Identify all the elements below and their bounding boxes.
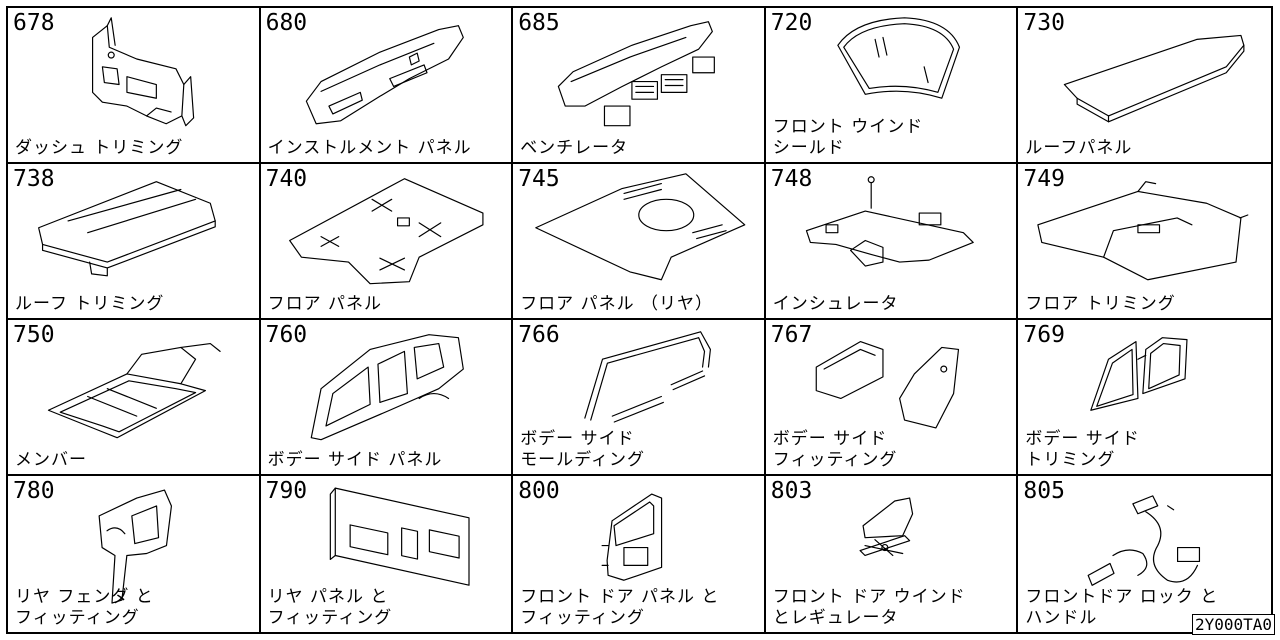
floor-trimming-illustration <box>1037 181 1249 281</box>
part-label: ルーフパネル <box>1025 138 1133 158</box>
part-cell-749[interactable]: 749 フロア トリミング <box>1018 164 1271 320</box>
body-side-fitting-illustration <box>815 340 959 429</box>
rear-floor-panel-illustration <box>535 173 746 281</box>
part-code: 748 <box>770 166 813 192</box>
roof-panel-illustration <box>1064 34 1245 123</box>
part-label: ボデー サイド フィッティング <box>772 429 898 470</box>
part-code: 680 <box>265 10 308 36</box>
part-label: ボデー サイド パネル <box>267 450 443 470</box>
part-code: 805 <box>1023 478 1065 504</box>
part-label: メンバー <box>15 450 87 470</box>
part-code: 766 <box>518 322 560 348</box>
part-label: フロント ウインド シールド <box>772 117 924 158</box>
part-code: 720 <box>770 10 813 36</box>
part-label: ボデー サイド モールディング <box>520 429 645 470</box>
part-cell-748[interactable]: 748 インシュレータ <box>765 164 1019 320</box>
part-code: 740 <box>265 166 308 192</box>
part-cell-800[interactable]: 800 フロント ドア パネル と フィッティング <box>513 476 766 632</box>
member-frame-illustration <box>47 342 221 439</box>
part-label: リヤ パネル と フィッティング <box>267 587 393 628</box>
windshield-illustration <box>837 17 960 99</box>
part-cell-805[interactable]: 805 フロントドア ロック と ハンドル <box>1018 476 1271 632</box>
roof-trimming-illustration <box>38 181 216 277</box>
part-label: フロントドア ロック と ハンドル <box>1025 587 1219 628</box>
front-door-window-regulator-illustration <box>859 497 913 557</box>
part-cell-685[interactable]: 685 ベンチレータ <box>513 8 766 164</box>
part-code: 769 <box>1023 322 1065 348</box>
part-label: フロント ドア パネル と フィッティング <box>520 587 720 628</box>
part-label: フロント ドア ウインド とレギュレータ <box>772 587 966 628</box>
part-label: インストルメント パネル <box>267 138 472 158</box>
part-code: 749 <box>1023 166 1065 192</box>
part-code: 760 <box>265 322 308 348</box>
rear-panel-illustration <box>329 487 470 586</box>
part-cell-760[interactable]: 760 ボデー サイド パネル <box>260 320 514 476</box>
part-cell-678[interactable]: 678 ダッシュ トリミング <box>8 8 261 164</box>
part-label: ボデー サイド トリミング <box>1025 429 1140 470</box>
ventilator-illustration <box>557 21 716 127</box>
part-cell-745[interactable]: 745 フロア パネル （リヤ） <box>513 164 766 320</box>
parts-catalog-grid: 678 ダッシュ トリミング 680 インストルメント パネル 685 ベンチレ… <box>6 6 1273 634</box>
part-cell-767[interactable]: 767 ボデー サイド フィッティング <box>765 320 1019 476</box>
rear-fender-illustration <box>98 489 173 604</box>
part-code: 750 <box>13 322 55 348</box>
part-label: ルーフ トリミング <box>15 294 165 314</box>
front-door-lock-handle-illustration <box>1087 495 1201 586</box>
part-cell-720[interactable]: 720 フロント ウインド シールド <box>765 8 1019 164</box>
part-code: 767 <box>770 322 813 348</box>
part-cell-738[interactable]: 738 ルーフ トリミング <box>8 164 261 320</box>
body-side-trimming-illustration <box>1090 337 1188 411</box>
part-code: 738 <box>13 166 55 192</box>
part-label: フロア パネル （リヤ） <box>520 294 713 314</box>
body-side-panel-illustration <box>310 334 464 441</box>
part-label: フロア パネル <box>267 294 382 314</box>
part-code: 678 <box>13 10 55 36</box>
part-cell-730[interactable]: 730 ルーフパネル <box>1018 8 1271 164</box>
part-cell-790[interactable]: 790 リヤ パネル と フィッティング <box>261 476 514 632</box>
part-cell-740[interactable]: 740 フロア パネル <box>260 164 514 320</box>
part-label: リヤ フェンダ と フィッティング <box>15 587 154 628</box>
part-code: 730 <box>1023 10 1065 36</box>
part-label: フロア トリミング <box>1025 294 1176 314</box>
part-cell-803[interactable]: 803 フロント ドア ウインド とレギュレータ <box>766 476 1019 632</box>
part-cell-780[interactable]: 780 リヤ フェンダ と フィッティング <box>8 476 261 632</box>
part-code: 803 <box>770 478 813 504</box>
part-cell-750[interactable]: 750 メンバー <box>8 320 261 476</box>
catalog-reference-code: 2Y000TA0 <box>1191 614 1275 635</box>
dash-trimming-illustration <box>92 17 195 127</box>
part-code: 685 <box>518 10 560 36</box>
part-code: 790 <box>265 478 308 504</box>
instrument-panel-illustration <box>305 25 464 125</box>
part-label: ダッシュ トリミング <box>15 138 184 158</box>
body-side-molding-illustration <box>584 331 712 423</box>
front-door-panel-illustration <box>601 493 663 581</box>
part-code: 800 <box>518 478 560 504</box>
part-cell-680[interactable]: 680 インストルメント パネル <box>260 8 514 164</box>
part-cell-769[interactable]: 769 ボデー サイド トリミング <box>1018 320 1271 476</box>
part-code: 745 <box>518 166 560 192</box>
floor-panel-illustration <box>288 178 484 285</box>
part-code: 780 <box>13 478 55 504</box>
insulator-illustration <box>805 176 974 267</box>
part-label: インシュレータ <box>772 294 899 314</box>
part-cell-766[interactable]: 766 ボデー サイド モールディング <box>513 320 766 476</box>
part-label: ベンチレータ <box>520 138 629 158</box>
